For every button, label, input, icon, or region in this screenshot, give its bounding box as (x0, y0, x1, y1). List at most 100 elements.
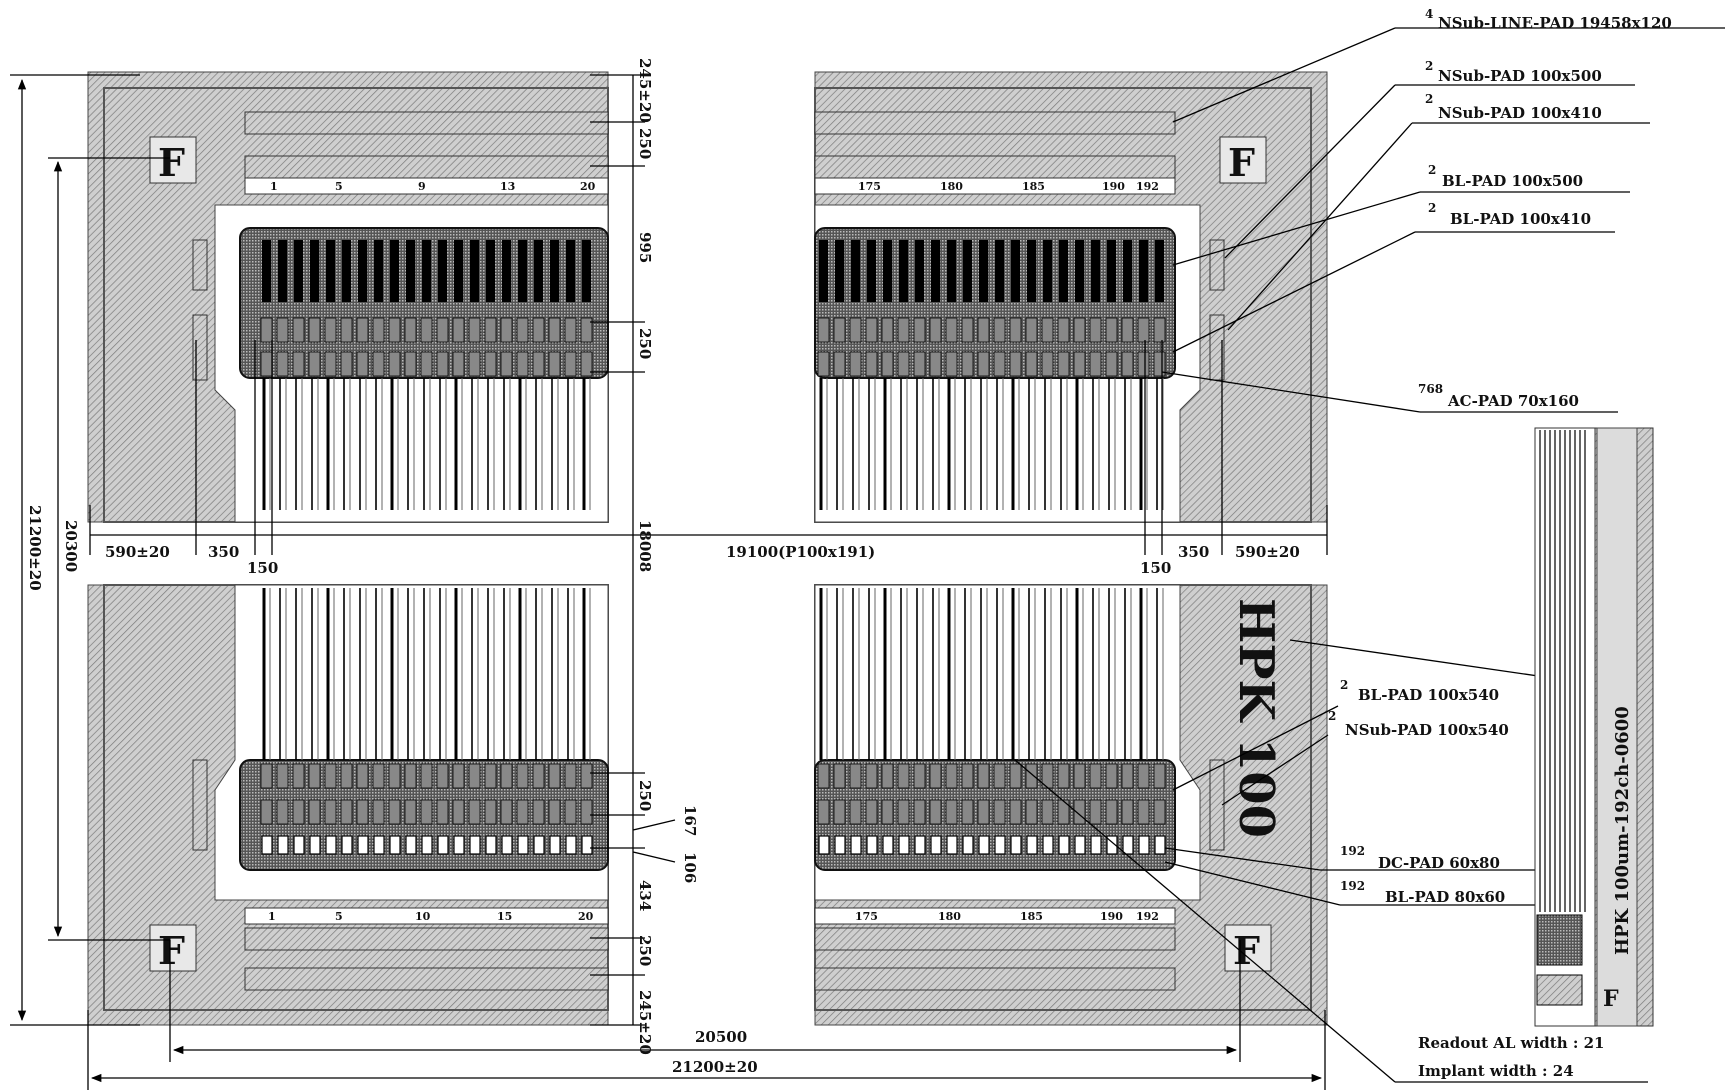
ac-pad (1153, 317, 1166, 343)
chip-label: HPK 100 (1228, 598, 1284, 838)
dc-pad (357, 835, 369, 855)
callout-count: 192 (1340, 879, 1365, 893)
dim-bottom-edge: 245±20 (636, 990, 654, 1055)
ac-pad (564, 351, 577, 377)
readout-strip (1155, 240, 1164, 302)
ac-pad (564, 799, 577, 825)
ac-pad (881, 351, 894, 377)
ac-pad (580, 317, 593, 343)
ac-pad (308, 351, 321, 377)
readout-strip (1043, 240, 1052, 302)
ac-pad (1025, 799, 1038, 825)
fiducial-mark: F (1228, 140, 1255, 185)
strip-number: 13 (500, 180, 515, 193)
ac-pad (340, 763, 353, 789)
ac-pad (276, 351, 289, 377)
ac-pad (817, 351, 830, 377)
ac-pad (276, 763, 289, 789)
dim-pitch: 19100(P100x191) (726, 543, 875, 561)
ac-pad (1009, 351, 1022, 377)
dim-top-gap: 250 (636, 128, 654, 159)
ac-pad (324, 799, 337, 825)
ac-pad (548, 799, 561, 825)
strips-bottom-right (817, 588, 1166, 855)
ac-pad (340, 799, 353, 825)
dc-pad (1058, 835, 1070, 855)
ac-pad (484, 351, 497, 377)
strip-number: 190 (1102, 180, 1125, 193)
readout-strip (486, 240, 495, 302)
dc-pad (1026, 835, 1038, 855)
readout-strip (566, 240, 575, 302)
strip-number: 10 (415, 910, 431, 923)
dc-pad (341, 835, 353, 855)
ac-pad (452, 763, 465, 789)
strip-number: 190 (1100, 910, 1123, 923)
readout-strip (422, 240, 431, 302)
ac-pad (993, 317, 1006, 343)
dc-pad (930, 835, 942, 855)
ac-pad (817, 763, 830, 789)
readout-strip (454, 240, 463, 302)
quadrant-bottom-left (87, 584, 609, 1026)
dim-right-150: 150 (1140, 559, 1171, 577)
dc-pad (373, 835, 385, 855)
readout-strip (502, 240, 511, 302)
readout-strip (835, 240, 844, 302)
ac-pad (1137, 763, 1150, 789)
ac-pad (977, 317, 990, 343)
ac-pad (993, 763, 1006, 789)
dim-overall-width: 21200±20 (672, 1058, 758, 1076)
ac-pad (308, 317, 321, 343)
readout-strip (262, 240, 271, 302)
dc-pad (501, 835, 513, 855)
ac-pad (468, 351, 481, 377)
ac-pad (897, 317, 910, 343)
callout-nsub-pad-540: NSub-PAD 100x540 (1345, 721, 1509, 739)
readout-strip (1027, 240, 1036, 302)
ac-pad (436, 799, 449, 825)
ac-pad (420, 317, 433, 343)
ac-pad (1089, 763, 1102, 789)
dc-pad (421, 835, 433, 855)
readout-strip (819, 240, 828, 302)
dc-pad (565, 835, 577, 855)
ac-pad (260, 351, 273, 377)
ac-pad (276, 317, 289, 343)
strip-number: 185 (1022, 180, 1045, 193)
callout-nsub-line-pad: NSub-LINE-PAD 19458x120 (1438, 14, 1672, 32)
ac-pad (977, 799, 990, 825)
callout-leaders (1014, 27, 1725, 1083)
ac-pad (356, 351, 369, 377)
callout-count: 2 (1340, 678, 1348, 692)
ac-pad (292, 763, 305, 789)
ac-pad (849, 799, 862, 825)
strip-number: 192 (1136, 180, 1159, 193)
ac-pad (913, 799, 926, 825)
readout-strip (326, 240, 335, 302)
ac-pad (1137, 317, 1150, 343)
ac-pad (404, 763, 417, 789)
dim-bottom-gap: 250 (636, 780, 654, 811)
dc-pad (834, 835, 846, 855)
inset-label: HPK 100um-192ch-0600 (1612, 706, 1633, 955)
ac-pad (1073, 351, 1086, 377)
readout-strip (915, 240, 924, 302)
ac-pad (420, 763, 433, 789)
strip-number: 1 (268, 910, 276, 923)
ac-pad (484, 799, 497, 825)
ac-pad (1121, 317, 1134, 343)
dc-pad (850, 835, 862, 855)
ac-pad (929, 351, 942, 377)
dc-pad (277, 835, 289, 855)
readout-strip (979, 240, 988, 302)
dim-mid-gap: 250 (636, 328, 654, 359)
readout-strip (278, 240, 287, 302)
ac-pad (833, 351, 846, 377)
strip-number: 175 (855, 910, 878, 923)
ac-pad (564, 763, 577, 789)
ac-pad (500, 317, 513, 343)
ac-pad (897, 763, 910, 789)
ac-pad (388, 351, 401, 377)
ac-pad (324, 763, 337, 789)
